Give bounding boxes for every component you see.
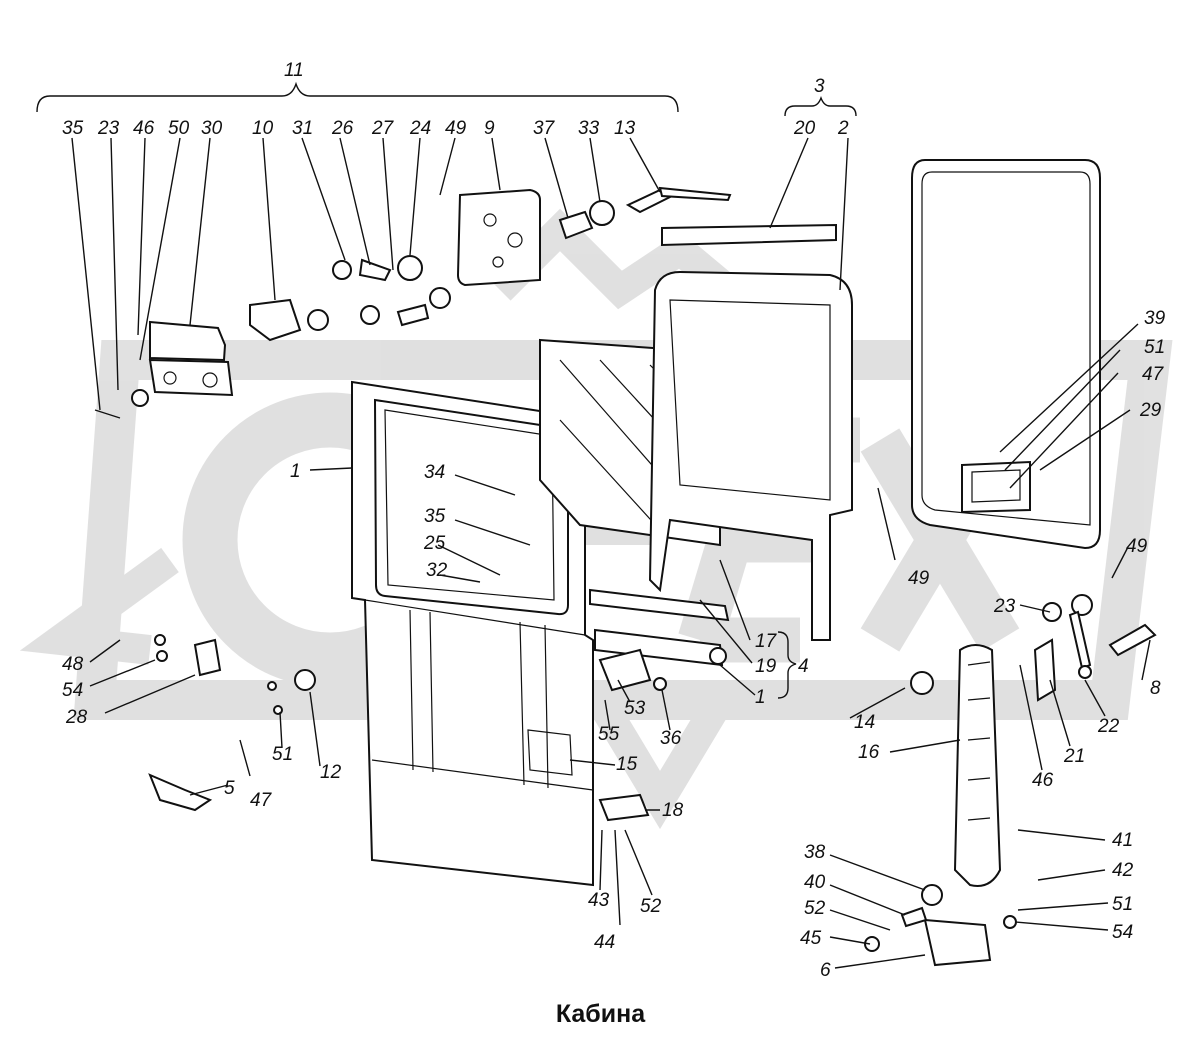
callout-label: 10 — [252, 118, 274, 139]
callout-label: 44 — [594, 932, 615, 953]
callout-label: 35 — [62, 118, 84, 139]
callout-label: 18 — [662, 800, 684, 821]
callout-label: 25 — [423, 533, 446, 554]
callout-label: 15 — [616, 754, 638, 775]
callout-label: 39 — [1144, 308, 1166, 329]
group-label-4: 4 — [798, 656, 809, 677]
callout-label: 8 — [1150, 678, 1161, 699]
callout-label: 32 — [426, 560, 448, 581]
callout-label: 16 — [858, 742, 880, 763]
callout-label: 23 — [993, 596, 1016, 617]
callout-label: 42 — [1112, 860, 1134, 881]
lock-mechanism — [249, 186, 732, 342]
callout-label: 52 — [804, 898, 826, 919]
lower-left-parts — [148, 634, 316, 812]
callout-label: 54 — [62, 680, 83, 701]
callout-label: 5 — [224, 778, 235, 799]
callout-label: 22 — [1097, 716, 1120, 737]
callout-label: 49 — [1126, 536, 1148, 557]
door-seal — [911, 159, 1101, 550]
callout-label: 27 — [371, 118, 395, 139]
callout-label: 45 — [800, 928, 822, 949]
callout-label: 47 — [1142, 364, 1165, 385]
callout-label: 12 — [320, 762, 342, 783]
callout-label: 47 — [250, 790, 273, 811]
callout-label: 19 — [755, 656, 777, 677]
callout-label: 43 — [588, 890, 610, 911]
callout-label: 49 — [445, 118, 467, 139]
bracket-group-3 — [784, 96, 857, 117]
bracket-group-11 — [36, 81, 679, 113]
callout-label: 37 — [533, 118, 556, 139]
callout-label: 13 — [614, 118, 636, 139]
callout-label: 33 — [578, 118, 600, 139]
callout-label: 24 — [409, 118, 431, 139]
callout-label: 30 — [201, 118, 223, 139]
callout-label: 51 — [1144, 337, 1165, 358]
callout-label: 2 — [837, 118, 849, 139]
callout-label: 9 — [484, 118, 495, 139]
group-label-11: 11 — [284, 60, 304, 81]
leader-lines — [71, 137, 1151, 969]
callout-label: 54 — [1112, 922, 1133, 943]
diagram-caption: Кабина — [555, 1000, 646, 1028]
callout-label: 26 — [331, 118, 354, 139]
callout-label: 38 — [804, 842, 826, 863]
callout-label: 48 — [62, 654, 84, 675]
callout-label: 17 — [755, 631, 778, 652]
callout-label: 35 — [424, 506, 446, 527]
lock-plates — [94, 320, 234, 419]
callout-label: 34 — [424, 462, 445, 483]
callout-label: 51 — [272, 744, 293, 765]
callout-label: 1 — [755, 687, 766, 708]
callout-label: 52 — [640, 896, 662, 917]
callout-label: 49 — [908, 568, 930, 589]
window-regulator — [598, 594, 1157, 967]
callout-label: 20 — [793, 118, 816, 139]
callout-label: 40 — [804, 872, 826, 893]
callout-label: 50 — [168, 118, 190, 139]
callout-label: 46 — [133, 118, 155, 139]
callout-label: 29 — [1139, 400, 1162, 421]
callout-label: 36 — [660, 728, 682, 749]
callout-label: 1 — [290, 461, 301, 482]
callout-label: 46 — [1032, 770, 1054, 791]
glass-channel — [589, 588, 730, 667]
window-frame — [648, 223, 853, 641]
callout-label: 31 — [292, 118, 313, 139]
callout-label: 21 — [1063, 746, 1085, 767]
callout-label: 51 — [1112, 894, 1133, 915]
callout-labels: 11 3 4 35 23 46 50 30 10 31 26 27 24 49 … — [62, 60, 1166, 981]
callout-label: 14 — [854, 712, 875, 733]
callout-label: 28 — [65, 707, 88, 728]
group-label-3: 3 — [814, 76, 825, 97]
callout-label: 23 — [97, 118, 120, 139]
callout-label: 41 — [1112, 830, 1133, 851]
callout-label: 55 — [598, 724, 620, 745]
callout-label: 53 — [624, 698, 646, 719]
callout-label: 6 — [820, 960, 831, 981]
bracket-group-4 — [777, 631, 797, 699]
